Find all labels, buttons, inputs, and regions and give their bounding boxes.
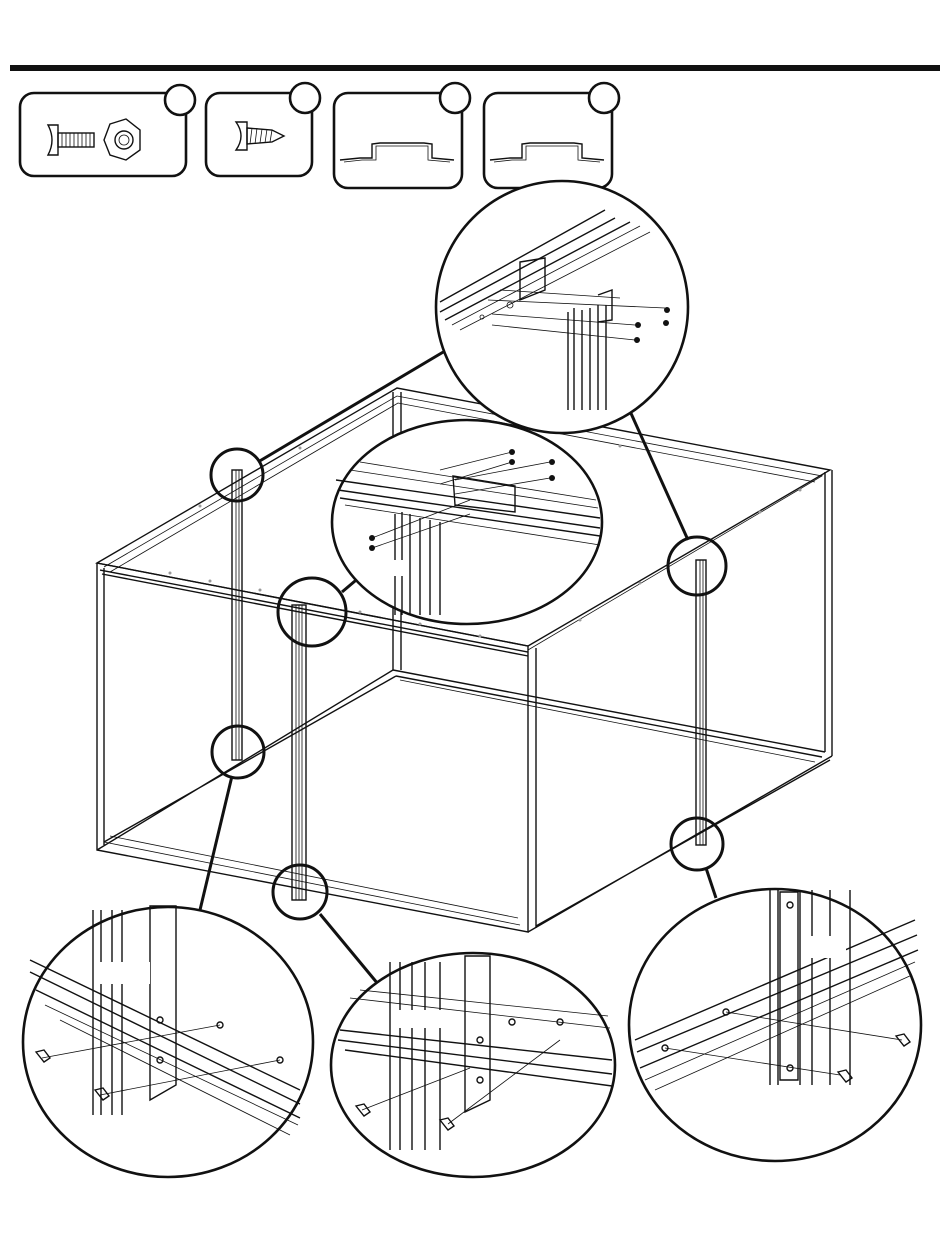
- part-callout-circle: [589, 83, 619, 113]
- part-callout-circle: [165, 85, 195, 115]
- right-post: [696, 560, 706, 845]
- part-box-screw: [206, 83, 320, 176]
- part-box-bolt-and-nut: [20, 85, 195, 176]
- right-post-base-detail: [629, 889, 921, 1161]
- part-box-bracket-a: [334, 83, 470, 188]
- callout-marker-left-top: [211, 449, 263, 501]
- callout-marker-center-top: [278, 578, 346, 646]
- callout-marker-right-top: [668, 537, 726, 595]
- parts-list: [20, 83, 619, 188]
- front-left-post-base-detail: [23, 906, 313, 1177]
- center-post: [292, 605, 306, 900]
- part-callout-circle: [290, 83, 320, 113]
- callout-marker-left-bottom: [212, 726, 264, 778]
- header-rule: [10, 65, 940, 71]
- part-box-bracket-b: [484, 83, 619, 188]
- front-center-post-base-detail: [331, 953, 615, 1177]
- top-right-corner-post-detail: [436, 181, 688, 433]
- part-callout-circle: [440, 83, 470, 113]
- left-post: [232, 470, 242, 760]
- front-top-beam-post-detail: [332, 420, 602, 624]
